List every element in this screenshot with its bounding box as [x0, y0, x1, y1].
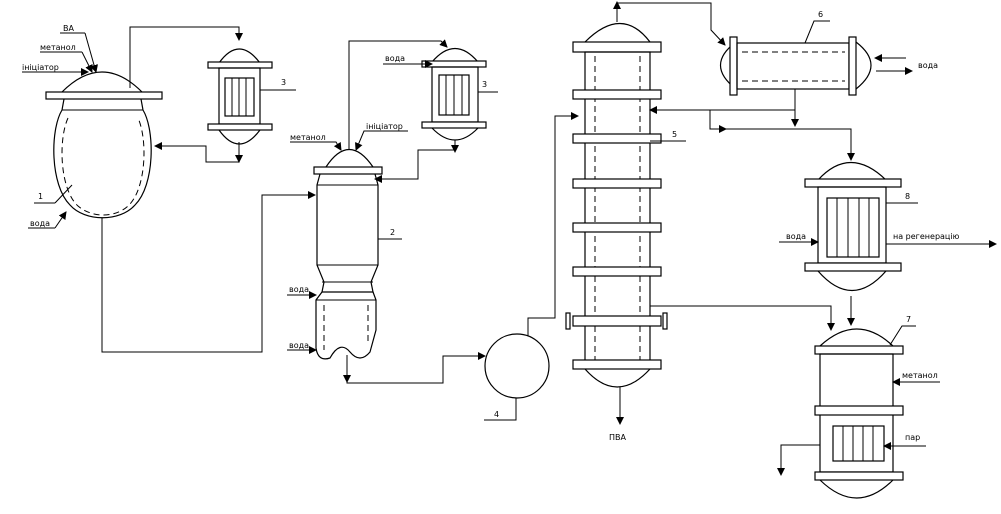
label-voda-4: вода: [289, 341, 309, 350]
label-voda-2: вода: [385, 54, 405, 63]
label-num-1: 1: [38, 192, 43, 201]
pump-4: [484, 333, 550, 399]
label-num-4: 4: [494, 410, 499, 419]
label-num-8: 8: [905, 192, 910, 201]
reflux-line-1: [154, 142, 240, 163]
condenser-8: [804, 161, 902, 292]
label-num-6: 6: [818, 10, 823, 19]
vapor-line-2: [348, 39, 448, 150]
label-num-3b: 3: [482, 80, 487, 89]
stripper-7: [814, 328, 904, 499]
label-va: ВА: [63, 24, 74, 33]
label-voda-6: вода: [786, 232, 806, 241]
label-metanol-1: метанол: [40, 43, 76, 52]
arrow-metanol-2: [290, 141, 342, 151]
leader-6: [804, 20, 830, 44]
label-voda-5: вода: [918, 61, 938, 70]
vapor-line-1: [129, 26, 243, 88]
label-metanol-3: метанол: [902, 371, 938, 380]
transfer-line-2-4: [346, 352, 486, 384]
transfer-line-1-2: [101, 191, 316, 353]
condenser-3b: [421, 47, 487, 141]
label-pva: ПВА: [609, 433, 627, 442]
vapor-line-5: [616, 2, 726, 46]
reflux-line-2: [374, 140, 456, 183]
condenser-3a: [207, 48, 273, 145]
line-5-7: [650, 305, 835, 331]
label-par: пар: [905, 433, 920, 442]
label-num-5: 5: [672, 130, 677, 139]
label-num-2: 2: [390, 228, 395, 237]
outlet-line-7: [777, 444, 820, 476]
leader-7: [889, 325, 916, 346]
label-initiator-2: ініціатор: [366, 122, 403, 131]
label-voda-3: вода: [289, 285, 309, 294]
leader-4: [484, 398, 517, 421]
reactor-2: [313, 149, 383, 360]
reactor-1: [45, 71, 163, 219]
return-line-6-5: [649, 89, 796, 114]
label-metanol-2: метанол: [290, 133, 326, 142]
arrow-va-in: [84, 32, 98, 73]
heat-exchanger-6: [720, 36, 872, 96]
label-num-7: 7: [906, 315, 911, 324]
transfer-line-4-5: [527, 112, 579, 336]
label-initiator-1: ініціатор: [22, 63, 59, 72]
label-regen: на регенерацію: [893, 232, 960, 241]
arrow-initiator-2: [355, 130, 408, 151]
return-line-6-8: [709, 110, 855, 161]
column-5: [565, 22, 668, 388]
label-voda-1: вода: [30, 219, 50, 228]
label-num-3a: 3: [281, 78, 286, 87]
